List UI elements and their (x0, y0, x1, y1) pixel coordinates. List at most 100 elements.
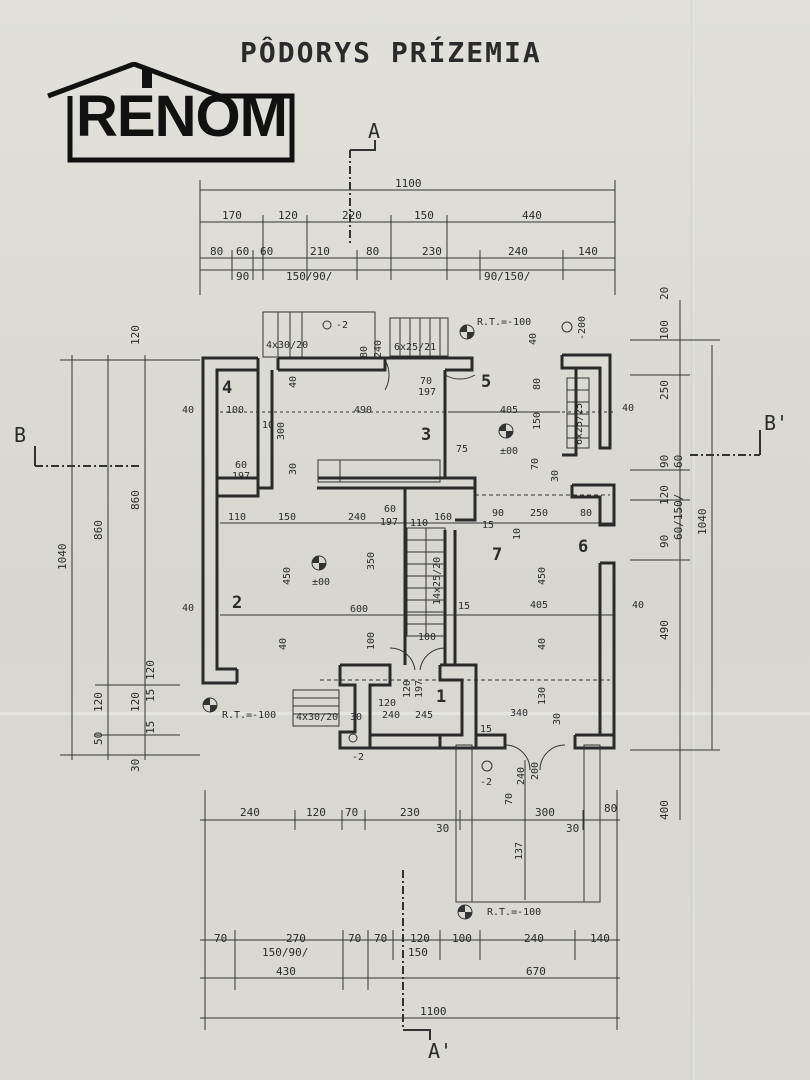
dim-left-inner: 860 (129, 490, 142, 510)
section-a-top: A (368, 119, 380, 143)
dim-bot-r2-1: 270 (286, 932, 306, 945)
dim-top-r4-0: 90 (236, 270, 249, 283)
room-3-label: 3 (421, 425, 431, 445)
d70a: 70 (420, 376, 432, 387)
dim-right-8: 490 (658, 620, 671, 640)
dim-top-r3-7: 140 (578, 245, 598, 258)
dim-left-b4: 30 (129, 759, 142, 772)
dim-top-r3-2: 60 (260, 245, 273, 258)
d240d: 240 (516, 767, 527, 785)
d150a: 150 (278, 512, 296, 523)
dim-left-outer: 1040 (56, 544, 69, 571)
dim-right-6: 60/150/ (672, 494, 685, 540)
level-zero-room2: ±00 (312, 577, 330, 588)
dim-right-total: 1040 (696, 509, 709, 536)
d100a: 100 (226, 405, 244, 416)
d40h: 40 (528, 333, 539, 345)
level-neg200: -200 (577, 316, 588, 340)
d110b: 110 (410, 518, 428, 529)
dim-bot-r2b-1: 150 (408, 946, 428, 959)
d40d: 40 (632, 600, 644, 611)
d450a: 450 (282, 567, 293, 585)
dim-left-b2b: 120 (144, 660, 157, 680)
plan-title: PÔDORYS PRÍZEMIA (240, 36, 542, 69)
dim-bot-r2-3: 70 (374, 932, 387, 945)
d75: 75 (456, 444, 468, 455)
dim-bot-r2-5: 100 (452, 932, 472, 945)
d15c: 15 (480, 724, 492, 735)
dim-top-r2-1: 120 (278, 209, 298, 222)
d100b: 100 (418, 632, 436, 643)
dim-bot-r2b-0: 150/90/ (262, 946, 308, 959)
dim-bot-r2-4: 120 (410, 932, 430, 945)
d70c: 70 (504, 793, 515, 805)
room-6-label: 6 (578, 537, 588, 557)
d250: 250 (530, 508, 548, 519)
d40e: 40 (278, 638, 289, 650)
dim-top-r3-0: 80 (210, 245, 223, 258)
dim-bot-total: 1100 (420, 1005, 447, 1018)
section-b-right: B' (764, 411, 788, 435)
room-4-label: 4 (222, 378, 232, 398)
d490: 490 (354, 405, 372, 416)
dim-bot-r3-1: 670 (526, 965, 546, 978)
stairs-inner: 14x25/20 (432, 557, 443, 605)
dim-left-b1: 120 (92, 692, 105, 712)
dim-right-1: 100 (658, 320, 671, 340)
dim-right-9: 400 (658, 800, 671, 820)
level-zero-room3: ±00 (500, 446, 518, 457)
d40g: 40 (288, 376, 299, 388)
d137: 137 (514, 842, 525, 860)
dim-bot-r1-1: 120 (306, 806, 326, 819)
paper-fold-horizontal (0, 712, 810, 715)
dim-top-r2-3: 150 (414, 209, 434, 222)
d405b: 405 (530, 600, 548, 611)
d30a: 30 (288, 463, 299, 475)
dim-bot-r2-7: 140 (590, 932, 610, 945)
dim-top-r2-4: 440 (522, 209, 542, 222)
section-b-left: B (14, 423, 26, 447)
dim-top-r3-4: 80 (366, 245, 379, 258)
stairs-bottom-left: 4x30/20 (296, 712, 338, 723)
dim-top-total: 1100 (395, 177, 422, 190)
dim-bot-r2-2: 70 (348, 932, 361, 945)
room-2-label: 2 (232, 593, 242, 613)
d150b: 150 (532, 412, 543, 430)
dim-left-b2: 120 (129, 692, 142, 712)
dim-top-r4-1: 150/90/ (286, 270, 332, 283)
stairs-right: 6x25/25 (574, 403, 585, 445)
d10: 10 (262, 420, 274, 431)
d15b: 15 (458, 601, 470, 612)
dim-left-b3: 50 (92, 732, 105, 745)
level-rt-top: R.T.=-100 (477, 317, 531, 328)
dim-top-r4-2: 90/150/ (484, 270, 530, 283)
logo-house-icon (47, 62, 295, 163)
d80: 80 (359, 346, 370, 358)
section-a-bottom: A' (428, 1039, 452, 1063)
d80b: 80 (580, 508, 592, 519)
stairs-top-mid: 6x25/21 (394, 342, 436, 353)
d30d: 30 (550, 470, 561, 482)
d200: 200 (530, 762, 541, 780)
d160: 160 (434, 512, 452, 523)
d245: 245 (415, 710, 433, 721)
d30c: 30 (552, 713, 563, 725)
dim-left-mid: 860 (92, 520, 105, 540)
d110: 110 (228, 512, 246, 523)
dim-bot-r1-0: 240 (240, 806, 260, 819)
d120b: 120 (402, 680, 413, 698)
logo-text: RENOM (76, 84, 288, 149)
paper-fold-vertical (692, 0, 695, 1080)
dim-bot-r2-0: 70 (214, 932, 227, 945)
d60b: 60 (384, 504, 396, 515)
dim-top-r2-2: 220 (342, 209, 362, 222)
dim-bot-r1x-1: 30 (566, 822, 579, 835)
dim-right-7: 90 (658, 535, 671, 548)
dim-bot-r3-0: 430 (276, 965, 296, 978)
dim-bot-r1x-0: 30 (436, 822, 449, 835)
dim-right-4: 60 (672, 455, 685, 468)
d450b: 450 (537, 567, 548, 585)
d197b: 197 (232, 471, 250, 482)
d40c: 40 (182, 603, 194, 614)
